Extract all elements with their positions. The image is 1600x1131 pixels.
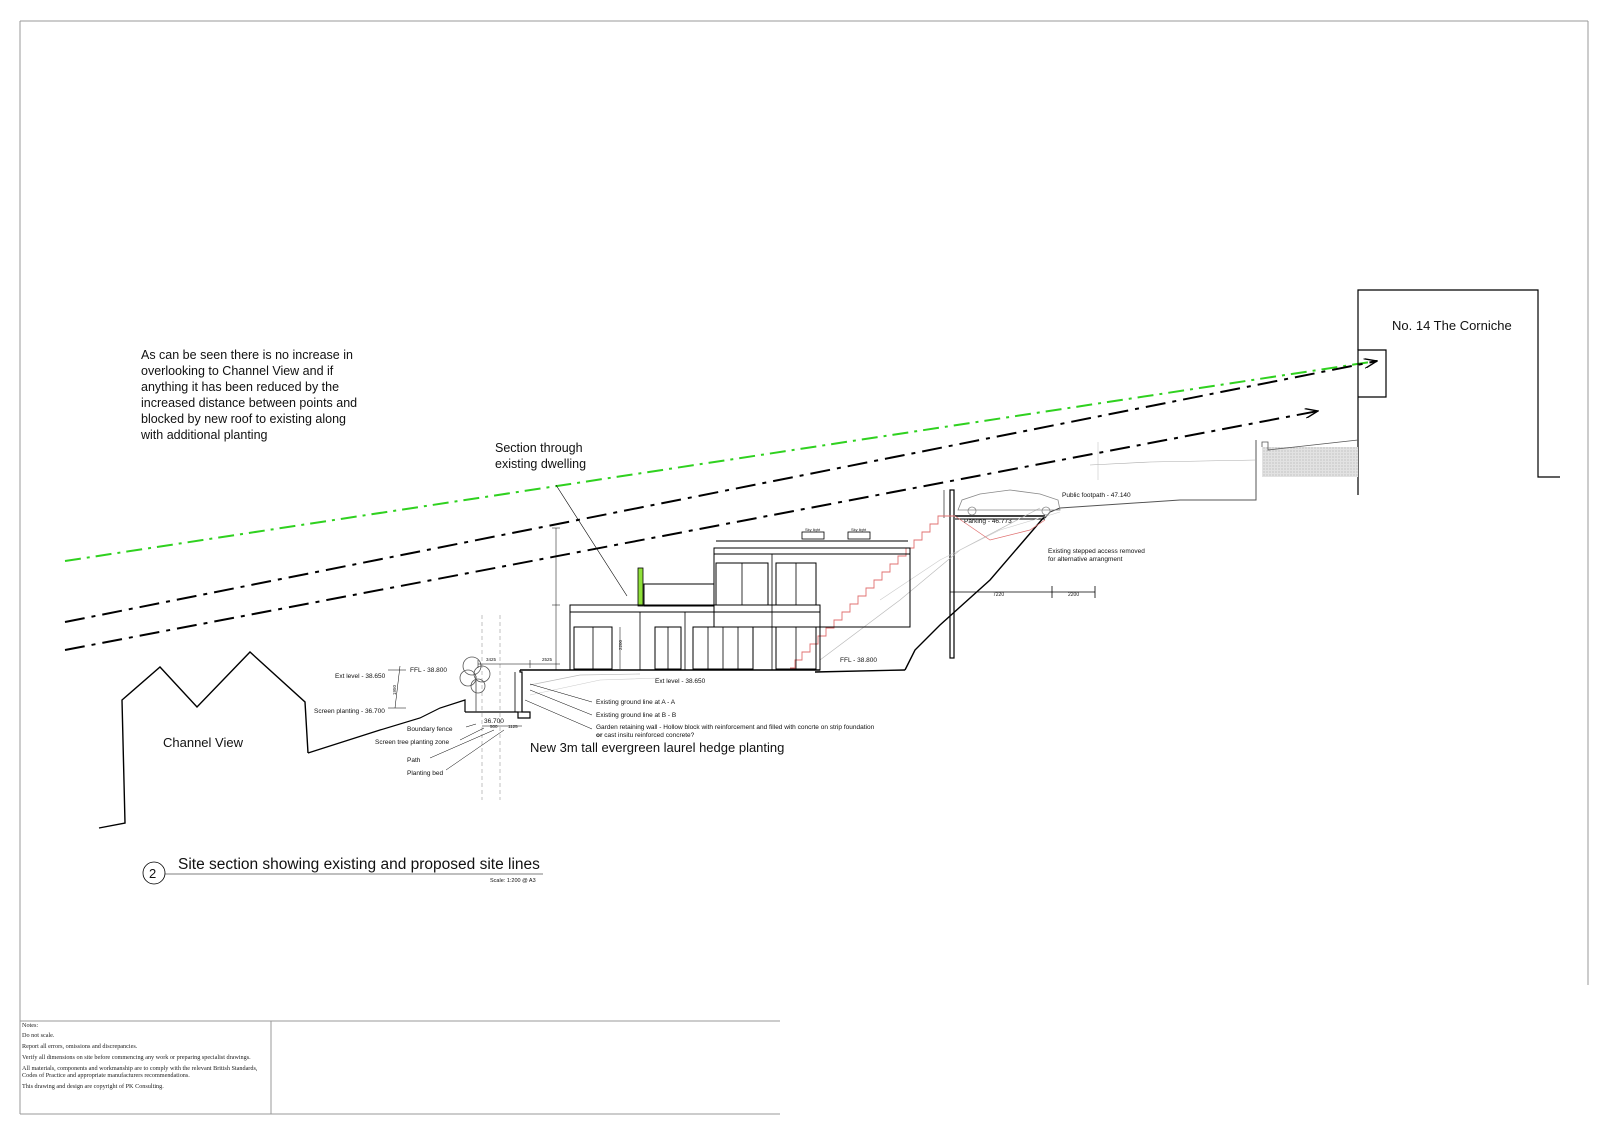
svg-text:36.700: 36.700 xyxy=(484,718,504,725)
lower-garden xyxy=(307,615,661,800)
section-through-label-1: Section through xyxy=(495,441,583,455)
section-leader xyxy=(555,484,628,597)
drawing-scale: Scale: 1:200 @ A3 xyxy=(490,878,536,884)
drawing-number: 2 xyxy=(149,866,156,881)
annotation-block: As can be seen there is no increase in o… xyxy=(140,348,357,442)
no14-label: No. 14 The Corniche xyxy=(1392,318,1512,333)
svg-text:Ext level - 38.650: Ext level - 38.650 xyxy=(335,673,386,680)
drawing-title-text: Site section showing existing and propos… xyxy=(178,856,540,873)
channel-view-building: Channel View xyxy=(98,651,309,829)
svg-text:2200: 2200 xyxy=(618,639,623,650)
svg-text:or cast insitu reinforced conc: or cast insitu reinforced concrete? xyxy=(596,732,695,739)
svg-text:Existing ground line at A - A: Existing ground line at A - A xyxy=(596,699,676,706)
svg-text:Sky light: Sky light xyxy=(851,527,867,532)
svg-text:Boundary fence: Boundary fence xyxy=(407,726,453,733)
sightline-lower xyxy=(64,411,1318,651)
annotation-line-5: blocked by new roof to existing along xyxy=(141,412,346,426)
svg-text:FFL - 38.800: FFL - 38.800 xyxy=(840,657,877,664)
svg-text:Screen tree planting zone: Screen tree planting zone xyxy=(375,739,449,746)
annotation-line-2: overlooking to Channel View and if xyxy=(141,364,334,378)
screen-tree xyxy=(459,656,491,712)
note-item-2: Report all errors, omissions and discrep… xyxy=(22,1043,138,1050)
notes-text: Notes: Do not scale. Report all errors, … xyxy=(22,1022,269,1114)
hedge-label: New 3m tall evergreen laurel hedge plant… xyxy=(530,740,784,755)
annotation-line-4: increased distance between points and xyxy=(141,396,357,410)
balustrade-screen xyxy=(637,567,644,607)
svg-text:1950: 1950 xyxy=(392,684,397,695)
upper-terrain: 7220 2200 xyxy=(814,439,1359,673)
annotation-line-3: anything it has been reduced by the xyxy=(141,380,339,394)
notes-heading: Notes: xyxy=(22,1022,39,1029)
svg-text:Sky light: Sky light xyxy=(805,527,821,532)
dim-2200: 2200 xyxy=(1068,592,1079,598)
sheet-border xyxy=(19,20,1589,1114)
svg-text:500: 500 xyxy=(490,724,498,729)
svg-text:Garden retaining wall - Hollow: Garden retaining wall - Hollow block wit… xyxy=(596,724,875,731)
svg-text:Screen planting - 36.700: Screen planting - 36.700 xyxy=(314,708,385,715)
sightline-upper xyxy=(64,361,1377,623)
svg-text:Existing ground line at B - B: Existing ground line at B - B xyxy=(596,712,676,719)
note-item-5: This drawing and design are copyright of… xyxy=(22,1083,164,1090)
channel-view-label: Channel View xyxy=(163,735,244,750)
svg-text:Planting bed: Planting bed xyxy=(407,770,444,777)
existing-stair xyxy=(790,515,955,669)
svg-text:Public footpath - 47.140: Public footpath - 47.140 xyxy=(1062,492,1131,499)
svg-text:1125: 1125 xyxy=(508,724,518,729)
note-item-3: Verify all dimensions on site before com… xyxy=(22,1054,251,1061)
drawing-number-circle xyxy=(142,861,166,885)
note-item-4: All materials, components and workmanshi… xyxy=(22,1065,258,1079)
annotation-line-1: As can be seen there is no increase in xyxy=(141,348,353,362)
svg-text:3425: 3425 xyxy=(486,657,497,662)
svg-text:2525: 2525 xyxy=(542,657,553,662)
svg-text:Ext level - 38.650: Ext level - 38.650 xyxy=(655,678,706,685)
no14-corniche-building: No. 14 The Corniche xyxy=(1357,289,1560,495)
existing-dwelling: Sky light Sky light xyxy=(520,527,911,671)
sightline-green xyxy=(64,360,1378,562)
svg-text:FFL - 38.800: FFL - 38.800 xyxy=(410,667,447,674)
note-item-1: Do not scale. xyxy=(22,1032,55,1039)
annotation-line-6: with additional planting xyxy=(140,428,268,442)
sight-lines xyxy=(64,360,1378,651)
svg-text:Parking - 46.773: Parking - 46.773 xyxy=(964,518,1012,525)
dim-7220: 7220 xyxy=(993,592,1004,598)
drawing-title: 2 Site section showing existing and prop… xyxy=(142,856,543,885)
svg-text:for alternative arrangment: for alternative arrangment xyxy=(1048,556,1123,563)
svg-text:Path: Path xyxy=(407,757,421,764)
skylight-1: Sky light xyxy=(801,527,825,540)
notes-box xyxy=(20,1020,780,1115)
svg-text:Existing stepped access remove: Existing stepped access removed xyxy=(1048,548,1145,555)
section-through-label-2: existing dwelling xyxy=(495,457,586,471)
technical-labels: Public footpath - 47.140 Parking - 46.77… xyxy=(314,492,1145,777)
skylight-2: Sky light xyxy=(847,527,871,540)
